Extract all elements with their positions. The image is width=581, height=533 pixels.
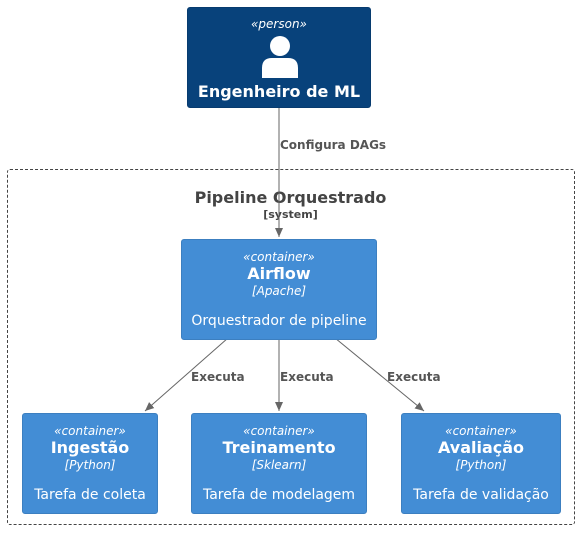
ingestao-tech: [Python] <box>64 458 116 472</box>
avaliacao-tech: [Python] <box>455 458 507 472</box>
container-ingestao[interactable]: «container» Ingestão [Python] Tarefa de … <box>22 413 158 514</box>
edge-executa-avaliacao <box>334 337 425 412</box>
edge-label-executa-ingestao: Executa <box>191 370 245 384</box>
person-engenheiro-ml[interactable]: «person» Engenheiro de ML <box>187 7 371 108</box>
airflow-stereotype: «container» <box>243 250 315 264</box>
person-icon <box>188 34 370 78</box>
airflow-name: Airflow <box>247 264 311 283</box>
treinamento-stereotype: «container» <box>243 424 315 438</box>
treinamento-tech: [Sklearn] <box>251 458 307 472</box>
ingestao-name: Ingestão <box>50 438 130 457</box>
airflow-tech: [Apache] <box>251 284 307 298</box>
airflow-desc: Orquestrador de pipeline <box>191 313 367 329</box>
container-avaliacao[interactable]: «container» Avaliação [Python] Tarefa de… <box>401 413 561 514</box>
avaliacao-desc: Tarefa de validação <box>413 487 549 503</box>
treinamento-name: Treinamento <box>222 438 336 457</box>
system-boundary <box>7 169 575 525</box>
edge-label-executa-avaliacao: Executa <box>387 370 441 384</box>
edge-label-configura: Configura DAGs <box>280 138 387 152</box>
treinamento-desc: Tarefa de modelagem <box>202 487 356 503</box>
boundary-type: [system] <box>263 208 318 221</box>
ingestao-desc: Tarefa de coleta <box>34 487 146 503</box>
person-stereotype: «person» <box>251 17 307 31</box>
edge-executa-ingestao <box>144 337 229 412</box>
ingestao-stereotype: «container» <box>54 424 126 438</box>
boundary-title: Pipeline Orquestrado <box>194 188 387 207</box>
container-treinamento[interactable]: «container» Treinamento [Sklearn] Tarefa… <box>191 413 367 514</box>
avaliacao-name: Avaliação <box>437 438 525 457</box>
avaliacao-stereotype: «container» <box>445 424 517 438</box>
edge-label-executa-treinamento: Executa <box>280 370 334 384</box>
container-airflow[interactable]: «container» Airflow [Apache] Orquestrado… <box>181 239 377 340</box>
person-name: Engenheiro de ML <box>197 82 361 101</box>
